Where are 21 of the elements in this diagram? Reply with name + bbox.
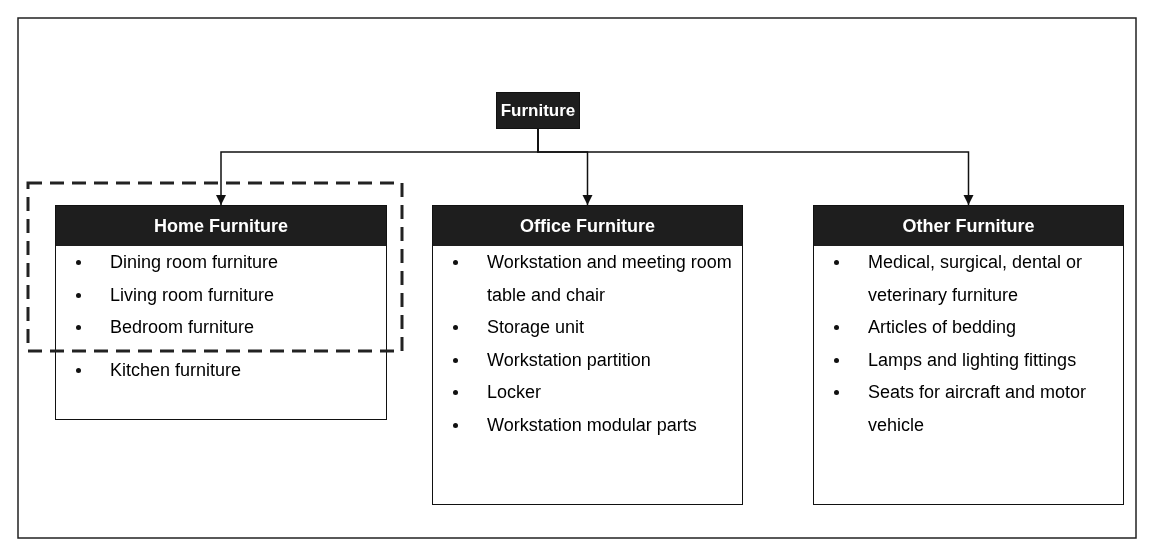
list-item: Storage unit [487,317,585,337]
arrow [537,128,974,206]
box-heading: Other Furniture [814,206,1123,246]
list-item: Workstation partition [487,349,651,370]
list-item: Kitchen furniture [110,359,242,380]
list-item: Lamps and lighting fittings [868,349,1077,370]
root-box: Furniture [496,92,580,129]
list-item: Workstation modular parts [487,414,697,435]
box-heading: Home Furniture [56,206,386,246]
box-heading: Office Furniture [433,206,742,246]
category-box [432,205,743,505]
list-item: Articles of bedding [868,317,1017,337]
list-item: Living room furniture [110,284,275,305]
list-item: Workstation and meeting room table and chair [487,252,732,305]
list-item: Seats for aircraft and motor vehicle [868,382,1087,435]
list-item: Bedroom furniture [110,317,255,337]
list-item: Medical, surgical, dental or veterinary furniture [868,252,1083,305]
list-item: Dining room furniture [110,252,279,272]
category-box [55,205,387,420]
list-item: Locker [487,382,542,402]
category-box [813,205,1124,505]
